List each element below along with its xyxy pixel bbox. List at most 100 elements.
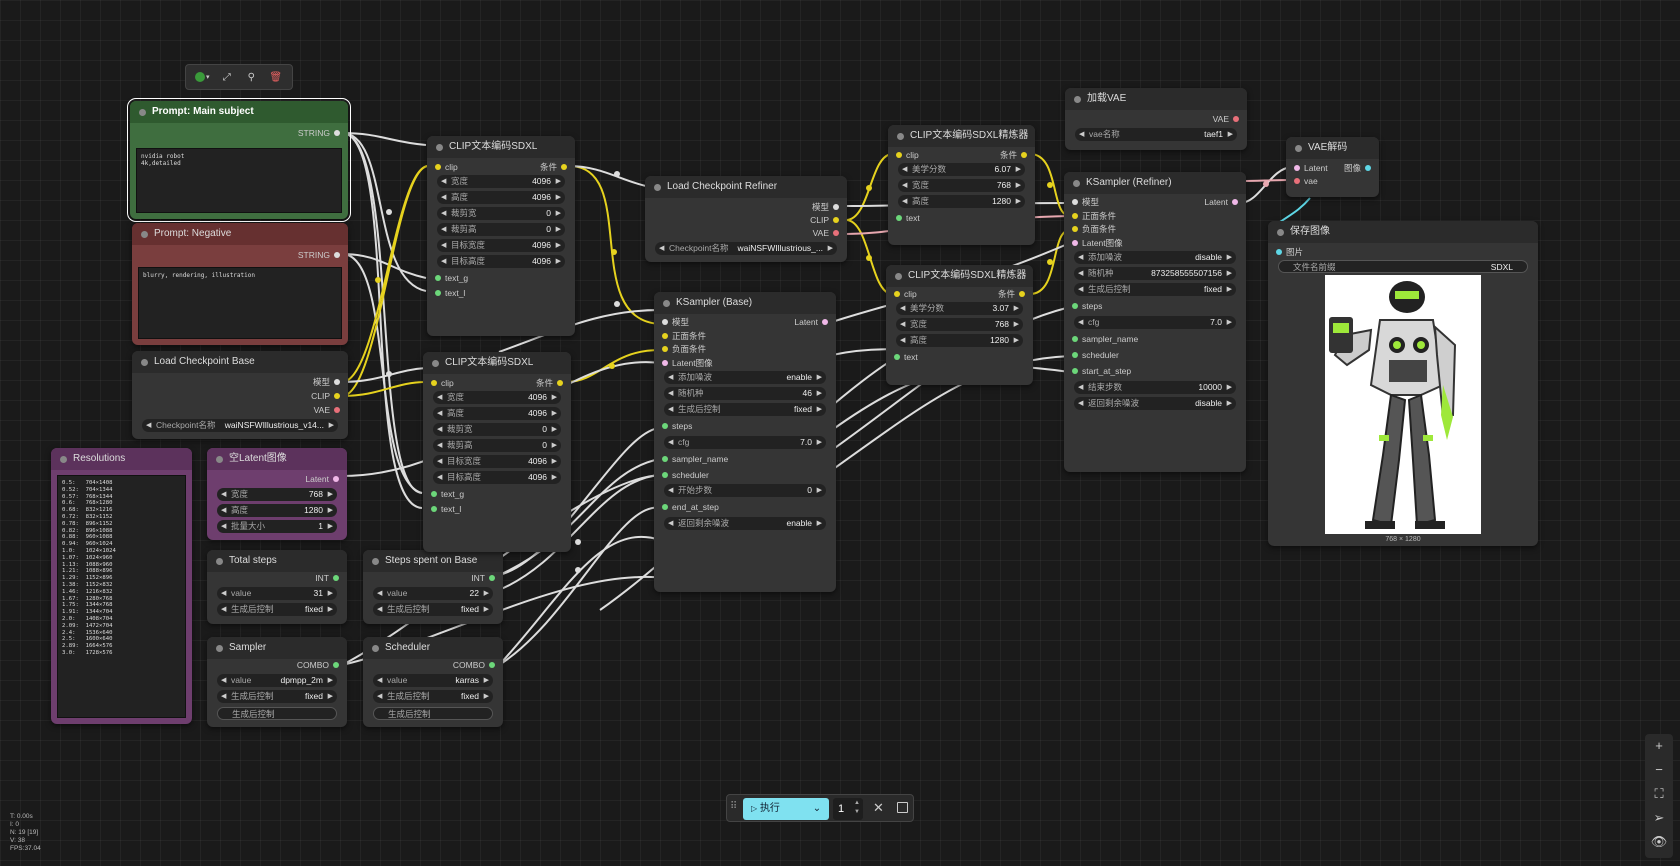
output-vae[interactable]: VAE (1213, 113, 1239, 125)
input-dot[interactable] (1072, 368, 1078, 374)
output-dot[interactable] (334, 379, 340, 385)
input-text-l[interactable]: text_l (435, 287, 465, 299)
output-latent[interactable]: Latent (305, 473, 339, 485)
output-vae[interactable]: VAE (314, 404, 340, 416)
bypass-icon[interactable]: ⤢ (222, 71, 231, 83)
input-positive[interactable]: 正面条件 (1072, 210, 1116, 222)
input-dot[interactable] (1072, 226, 1078, 232)
input-dot[interactable] (662, 319, 668, 325)
node-load-checkpoint-refiner[interactable]: Load Checkpoint Refiner 模型 CLIP VAE Chec… (645, 176, 847, 262)
batch-count-input[interactable]: 1▲▼ (833, 798, 863, 820)
input-dot[interactable] (662, 456, 668, 462)
output-combo[interactable]: COMBO (297, 659, 339, 671)
stop-icon[interactable] (897, 802, 908, 813)
output-dot[interactable] (822, 319, 828, 325)
input-dot[interactable] (662, 333, 668, 339)
node-vae-decode[interactable]: VAE解码 Latent 图像 vae (1286, 137, 1379, 197)
prompt-text[interactable]: nvidia robot 4k,detailed (136, 148, 342, 213)
input-clip[interactable]: clip (431, 377, 454, 389)
node-load-checkpoint-base[interactable]: Load Checkpoint Base 模型 CLIP VAE Checkpo… (132, 351, 348, 439)
drag-handle-icon[interactable]: ⠿ (730, 801, 738, 812)
input-dot[interactable] (894, 291, 900, 297)
output-dot[interactable] (1365, 165, 1371, 171)
output-int[interactable]: INT (471, 572, 495, 584)
input-dot[interactable] (662, 346, 668, 352)
input-dot[interactable] (435, 290, 441, 296)
output-dot[interactable] (557, 380, 563, 386)
navigate-icon[interactable]: ➢ (1653, 810, 1665, 825)
output-dot[interactable] (334, 130, 340, 136)
node-ksampler-base[interactable]: KSampler (Base) 模型 Latent 正面条件 负面条件 Late… (654, 292, 836, 592)
input-clip[interactable]: clip (896, 149, 919, 161)
node-ksampler-refiner[interactable]: KSampler (Refiner) 模型 Latent 正面条件 负面条件 L… (1064, 172, 1246, 472)
input-scheduler[interactable]: scheduler (1072, 349, 1119, 361)
input-steps[interactable]: steps (1072, 300, 1102, 312)
input-scheduler[interactable]: scheduler (662, 469, 709, 481)
input-dot[interactable] (431, 380, 437, 386)
zoom-out-icon[interactable]: − (1655, 762, 1663, 777)
output-dot[interactable] (1019, 291, 1025, 297)
input-dot[interactable] (896, 215, 902, 221)
output-combo[interactable]: COMBO (453, 659, 495, 671)
color-circle-icon[interactable]: ▾ (193, 68, 211, 86)
output-clip[interactable]: CLIP (810, 214, 839, 226)
control-button[interactable]: 生成后控制 (373, 707, 493, 720)
node-resolutions[interactable]: Resolutions 0.5: 704×1408 0.52: 704×1344… (51, 448, 192, 724)
input-sampler-name[interactable]: sampler_name (1072, 333, 1138, 345)
prompt-text[interactable]: blurry, rendering, illustration (138, 267, 342, 339)
input-dot[interactable] (1072, 213, 1078, 219)
input-latent[interactable]: Latent (1294, 162, 1328, 174)
output-int[interactable]: INT (315, 572, 339, 584)
output-dot[interactable] (833, 204, 839, 210)
output-dot[interactable] (489, 575, 495, 581)
input-dot[interactable] (435, 164, 441, 170)
output-conditioning[interactable]: 条件 (1000, 149, 1027, 161)
trash-icon[interactable]: 🗑 (269, 71, 283, 83)
output-latent[interactable]: Latent (794, 316, 828, 328)
input-text[interactable]: text (896, 212, 920, 224)
input-text-g[interactable]: text_g (431, 488, 464, 500)
input-dot[interactable] (896, 152, 902, 158)
zoom-in-icon[interactable]: + (1655, 738, 1663, 753)
output-dot[interactable] (334, 393, 340, 399)
output-conditioning[interactable]: 条件 (540, 161, 567, 173)
output-dot[interactable] (333, 476, 339, 482)
output-conditioning[interactable]: 条件 (998, 288, 1025, 300)
output-clip[interactable]: CLIP (311, 390, 340, 402)
output-dot[interactable] (334, 407, 340, 413)
input-text-l[interactable]: text_l (431, 503, 461, 515)
eye-icon[interactable]: 👁 (1650, 834, 1668, 849)
input-clip[interactable]: clip (894, 288, 917, 300)
